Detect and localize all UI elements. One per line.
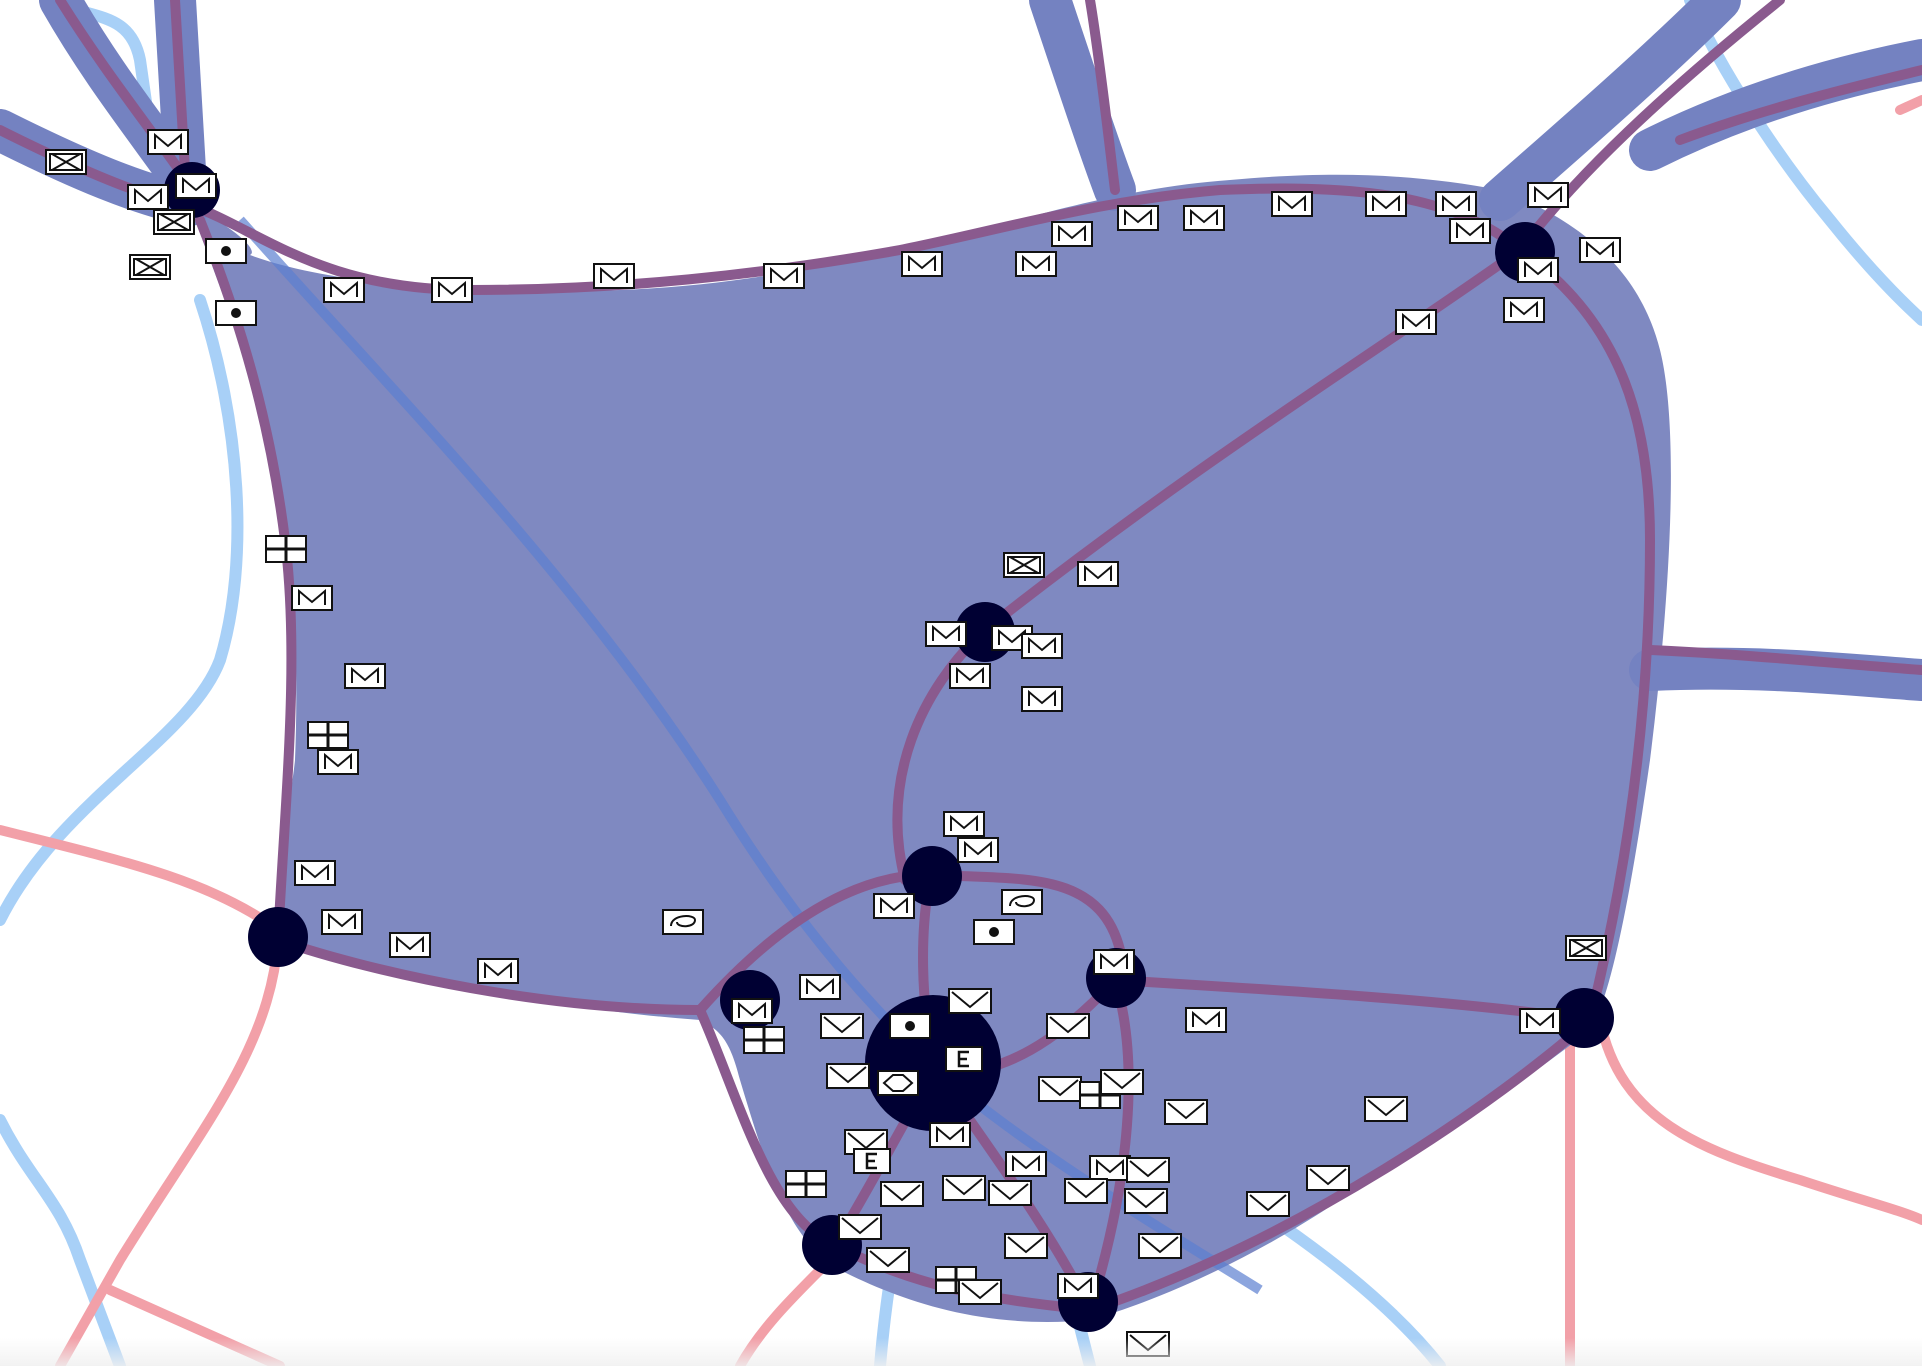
envelope-icon[interactable] — [988, 1180, 1032, 1206]
envelope-icon[interactable] — [1038, 1076, 1082, 1102]
envelope-icon[interactable] — [820, 1013, 864, 1039]
dot-box-icon[interactable] — [973, 919, 1015, 945]
crossed-box-icon[interactable] — [1003, 552, 1045, 578]
mail-box-icon[interactable] — [943, 811, 985, 837]
crossed-box-icon[interactable] — [45, 149, 87, 175]
mail-box-icon[interactable] — [175, 173, 217, 199]
mail-box-icon[interactable] — [1089, 1155, 1131, 1181]
crossed-box-icon[interactable] — [1565, 935, 1607, 961]
mail-box-icon[interactable] — [431, 277, 473, 303]
diamond-box-icon[interactable] — [877, 1070, 919, 1096]
mail-box-icon[interactable] — [1435, 191, 1477, 217]
mail-box-icon[interactable] — [1503, 297, 1545, 323]
loop-box-icon[interactable] — [662, 909, 704, 935]
crossed-box-icon[interactable] — [153, 209, 195, 235]
envelope-icon[interactable] — [1164, 1099, 1208, 1125]
mail-box-icon[interactable] — [291, 585, 333, 611]
junction-node[interactable] — [1554, 988, 1614, 1048]
mail-box-icon[interactable] — [593, 263, 635, 289]
envelope-icon[interactable] — [866, 1247, 910, 1273]
junction-node[interactable] — [248, 907, 308, 967]
grid-box-icon[interactable] — [742, 1025, 786, 1055]
grid-box-icon[interactable] — [306, 720, 350, 750]
envelope-icon[interactable] — [1126, 1157, 1170, 1183]
mail-box-icon[interactable] — [1077, 561, 1119, 587]
mail-box-icon[interactable] — [1021, 633, 1063, 659]
mail-box-icon[interactable] — [147, 129, 189, 155]
mail-box-icon[interactable] — [1057, 1273, 1099, 1299]
mail-box-icon[interactable] — [1365, 191, 1407, 217]
envelope-icon[interactable] — [958, 1279, 1002, 1305]
dot-box-icon[interactable] — [205, 238, 247, 264]
mail-box-icon[interactable] — [1093, 949, 1135, 975]
mail-box-icon[interactable] — [957, 837, 999, 863]
letter-e-box-icon[interactable] — [852, 1147, 892, 1175]
mail-box-icon[interactable] — [731, 998, 773, 1024]
envelope-icon[interactable] — [1124, 1188, 1168, 1214]
mail-box-icon[interactable] — [1005, 1151, 1047, 1177]
mail-box-icon[interactable] — [127, 184, 169, 210]
junction-node[interactable] — [902, 846, 962, 906]
mail-box-icon[interactable] — [477, 958, 519, 984]
mail-box-icon[interactable] — [1117, 205, 1159, 231]
grid-box-icon[interactable] — [784, 1169, 828, 1199]
envelope-icon[interactable] — [1046, 1013, 1090, 1039]
envelope-icon[interactable] — [838, 1214, 882, 1240]
mail-box-icon[interactable] — [1527, 182, 1569, 208]
mail-box-icon[interactable] — [1449, 218, 1491, 244]
envelope-icon[interactable] — [1138, 1233, 1182, 1259]
mail-box-icon[interactable] — [929, 1122, 971, 1148]
envelope-icon[interactable] — [948, 988, 992, 1014]
mail-box-icon[interactable] — [323, 277, 365, 303]
envelope-icon[interactable] — [1100, 1069, 1144, 1095]
mail-box-icon[interactable] — [873, 893, 915, 919]
envelope-icon[interactable] — [826, 1063, 870, 1089]
mail-box-icon[interactable] — [321, 909, 363, 935]
mail-box-icon[interactable] — [294, 860, 336, 886]
envelope-icon[interactable] — [880, 1181, 924, 1207]
mail-box-icon[interactable] — [799, 974, 841, 1000]
envelope-icon[interactable] — [1364, 1096, 1408, 1122]
mail-box-icon[interactable] — [1015, 251, 1057, 277]
mail-box-icon[interactable] — [1051, 221, 1093, 247]
mail-box-icon[interactable] — [1517, 257, 1559, 283]
mail-box-icon[interactable] — [1183, 205, 1225, 231]
crossed-box-icon[interactable] — [129, 254, 171, 280]
letter-e-box-icon[interactable] — [944, 1045, 984, 1073]
dot-box-icon[interactable] — [215, 300, 257, 326]
envelope-icon[interactable] — [1064, 1178, 1108, 1204]
grid-box-icon[interactable] — [264, 534, 308, 564]
dot-box-icon[interactable] — [889, 1013, 931, 1039]
mail-box-icon[interactable] — [763, 263, 805, 289]
loop-box-icon[interactable] — [1001, 889, 1043, 915]
mail-box-icon[interactable] — [1185, 1007, 1227, 1033]
envelope-icon[interactable] — [1246, 1191, 1290, 1217]
envelope-icon[interactable] — [1306, 1165, 1350, 1191]
mail-box-icon[interactable] — [344, 663, 386, 689]
envelope-icon[interactable] — [942, 1175, 986, 1201]
district-region — [190, 174, 1671, 1322]
mail-box-icon[interactable] — [949, 663, 991, 689]
mail-box-icon[interactable] — [317, 749, 359, 775]
mail-box-icon[interactable] — [1519, 1008, 1561, 1034]
mail-box-icon[interactable] — [901, 251, 943, 277]
mail-box-icon[interactable] — [389, 932, 431, 958]
mail-box-icon[interactable] — [1021, 686, 1063, 712]
mail-box-icon[interactable] — [925, 621, 967, 647]
mail-box-icon[interactable] — [1271, 191, 1313, 217]
envelope-icon[interactable] — [1004, 1233, 1048, 1259]
envelope-icon[interactable] — [1126, 1331, 1170, 1357]
mail-box-icon[interactable] — [1579, 237, 1621, 263]
mail-box-icon[interactable] — [1395, 309, 1437, 335]
